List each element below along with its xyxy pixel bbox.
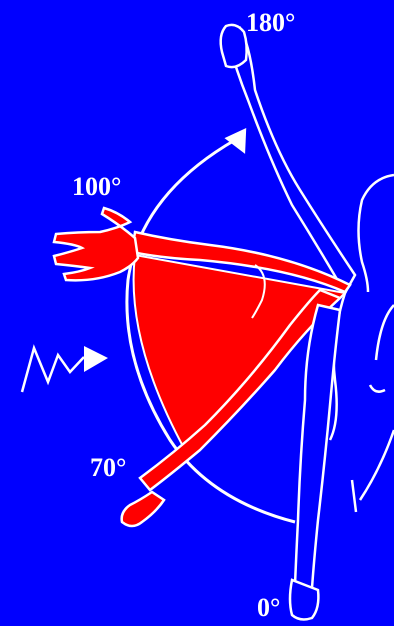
angle-label-0: 0° [257,595,280,621]
angle-label-70: 70° [90,455,126,481]
torso-outline [330,175,394,512]
angle-label-100: 100° [72,174,121,200]
arm-at-0 [290,305,340,619]
angle-label-180: 180° [246,10,295,36]
zigzag-arrow-icon [22,346,108,392]
